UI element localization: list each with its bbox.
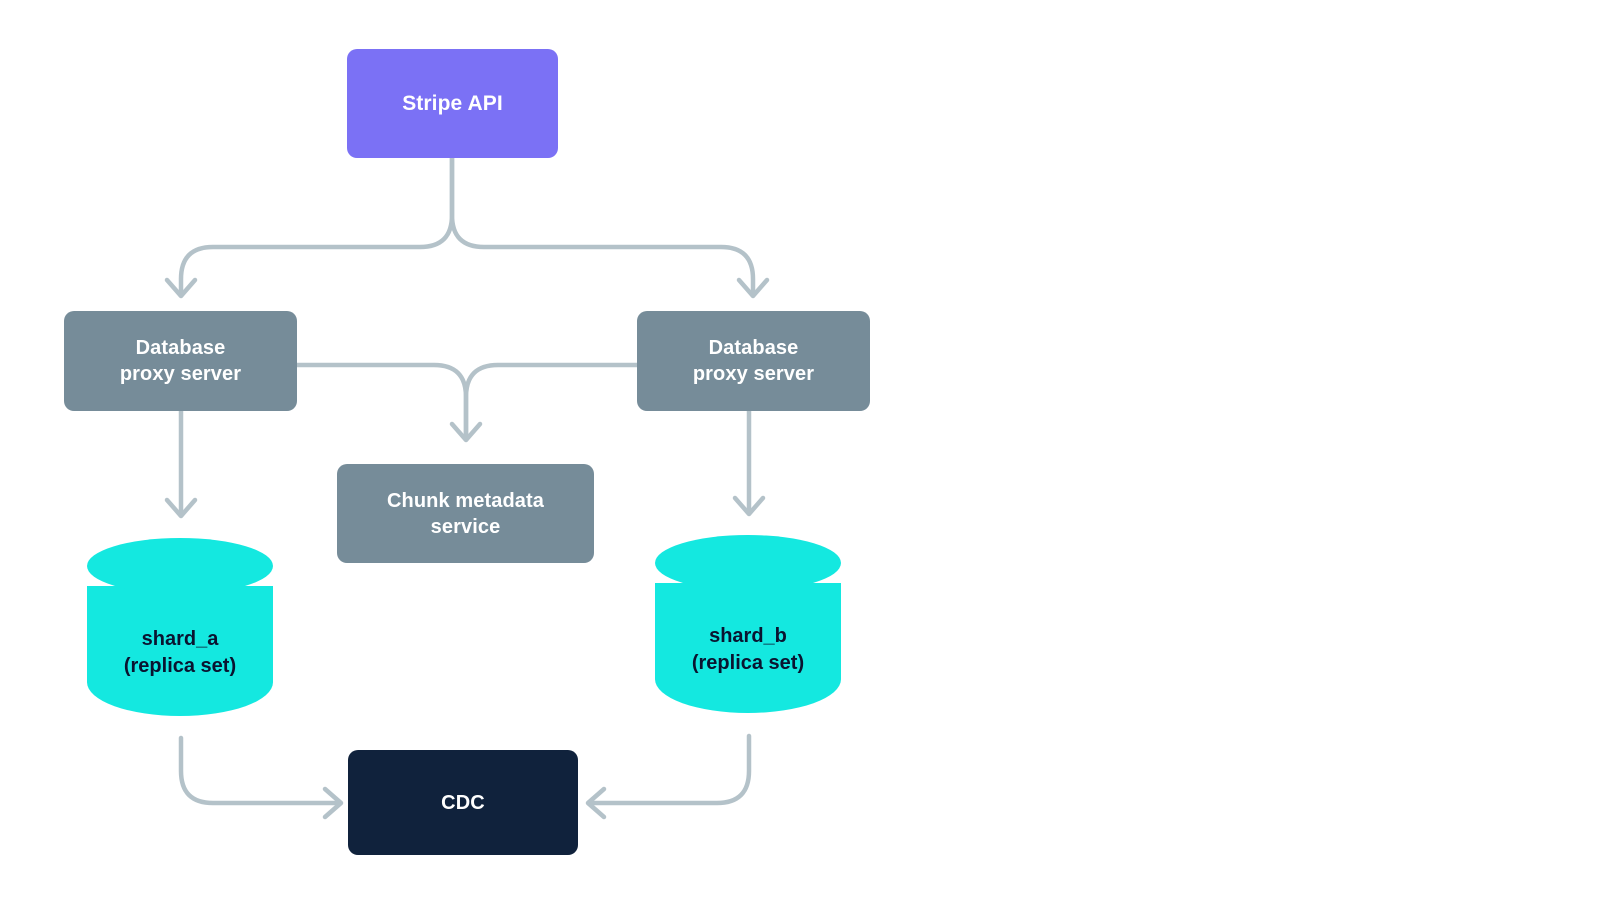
edge-chunk-metadata-arrowhead <box>449 421 483 443</box>
edge-proxy-left-to-chunk-metadata <box>294 362 469 438</box>
shard-b-cylinder-top <box>655 535 841 591</box>
node-cdc[interactable]: CDC <box>348 750 578 855</box>
node-shard-b-database[interactable]: shard_b (replica set) <box>655 535 841 713</box>
edge-shard-a-to-cdc <box>178 735 340 806</box>
shard-b-cylinder-body <box>655 583 841 713</box>
node-database-proxy-server-left[interactable]: Database proxy server <box>64 311 297 411</box>
edge-stripe-api-arrowhead-right <box>736 277 770 299</box>
edge-proxy-right-to-chunk-metadata <box>463 362 640 438</box>
node-shard-a-database[interactable]: shard_a (replica set) <box>87 538 273 716</box>
node-database-proxy-server-right[interactable]: Database proxy server <box>637 311 870 411</box>
node-database-proxy-server-right-label: Database proxy server <box>692 337 815 385</box>
node-stripe-api[interactable]: Stripe API <box>347 49 558 158</box>
edge-stripe-api-to-proxy-right <box>449 155 756 295</box>
edge-shard-b-to-cdc <box>589 733 752 806</box>
edge-stripe-api-to-proxy-left <box>178 155 455 295</box>
node-shard-b-label: shard_b (replica set) <box>691 625 805 674</box>
node-chunk-metadata-service[interactable]: Chunk metadata service <box>337 464 594 563</box>
shard-a-cylinder-top <box>87 538 273 594</box>
edge-stripe-api-arrowhead-left <box>164 277 198 299</box>
node-shard-a-label: shard_a (replica set) <box>123 628 237 677</box>
edge-cdc-arrowhead-right <box>585 786 607 820</box>
node-stripe-api-label: Stripe API <box>402 91 503 115</box>
shard-a-cylinder-body <box>87 586 273 716</box>
node-database-proxy-server-left-label: Database proxy server <box>119 337 242 385</box>
node-cdc-label: CDC <box>441 791 485 814</box>
edge-shard-a-arrowhead <box>164 497 198 519</box>
edge-shard-b-arrowhead <box>732 495 766 517</box>
node-chunk-metadata-service-label: Chunk metadata service <box>387 489 544 538</box>
edge-cdc-arrowhead-left <box>322 786 344 820</box>
